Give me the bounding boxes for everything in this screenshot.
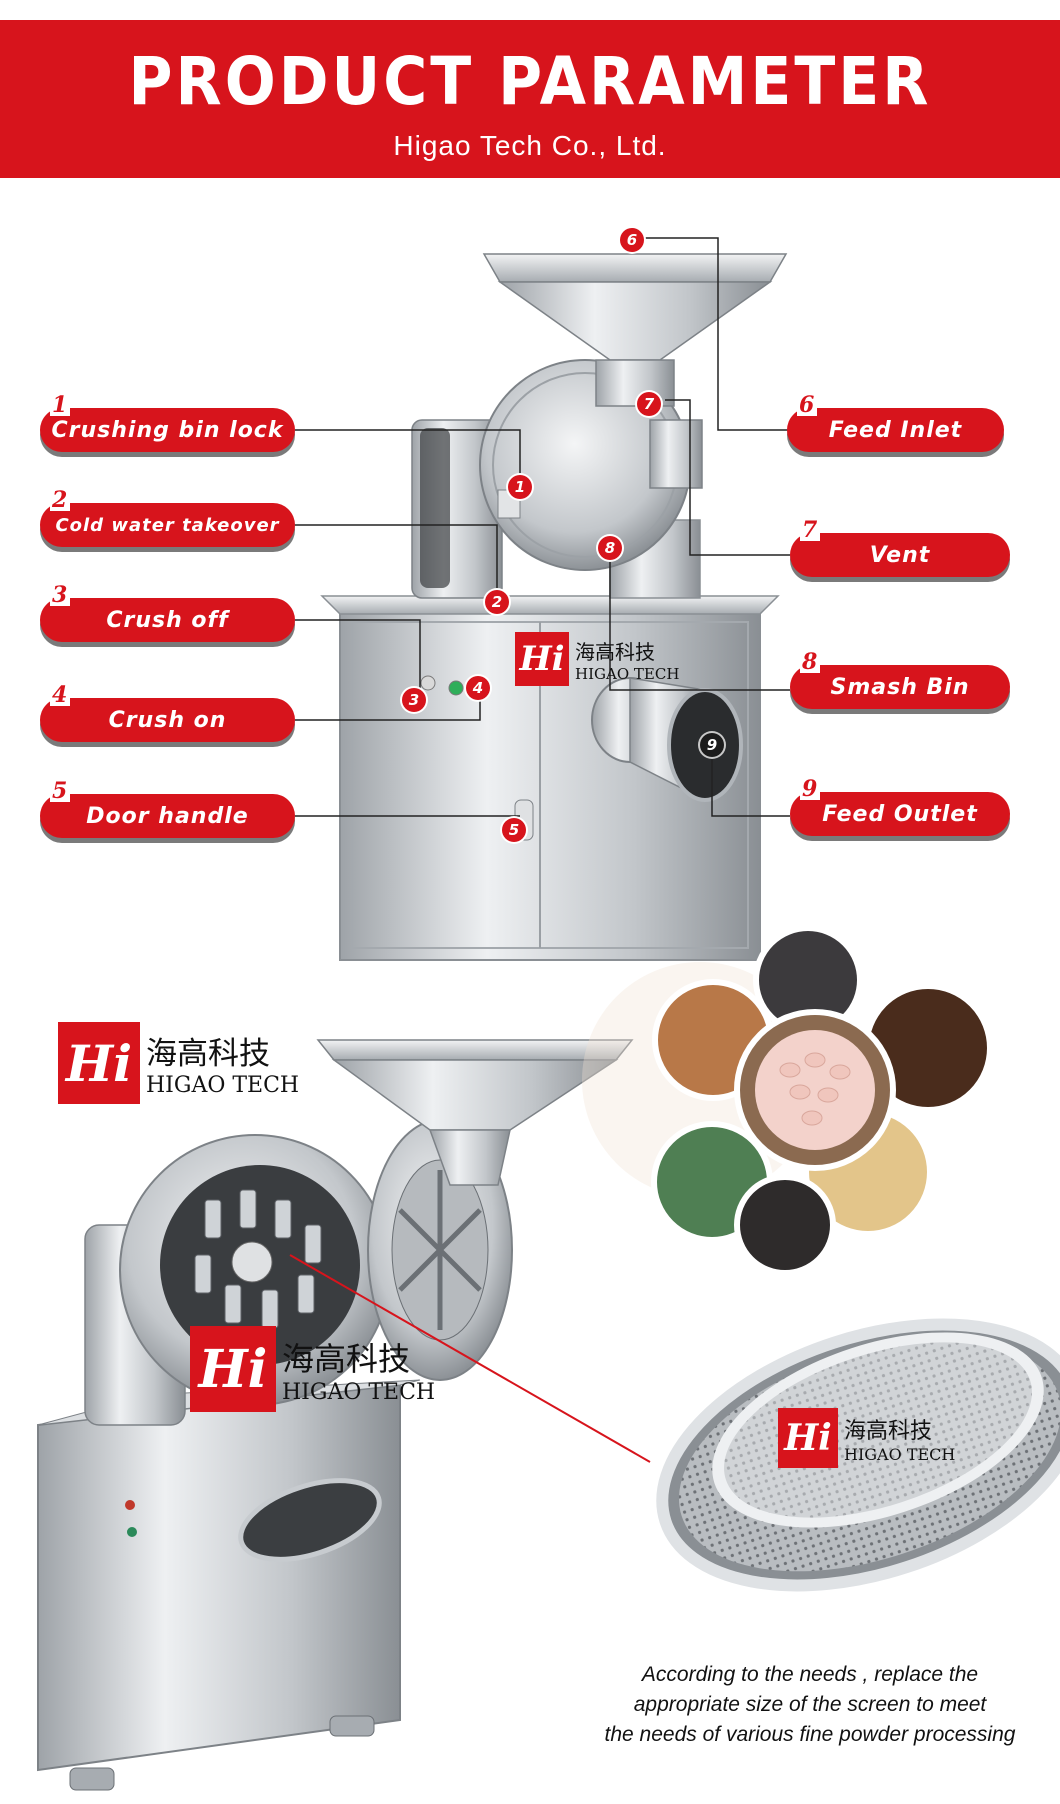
marker-8: 8 [598, 536, 622, 560]
callout-vent: 7 Vent [790, 519, 1010, 577]
logo-english: HIGAO TECH [575, 664, 680, 683]
caption-line-2: appropriate size of the screen to meet [633, 1693, 987, 1716]
logo-mark: Hi [190, 1326, 276, 1412]
header-banner: PRODUCT PARAMETER Higao Tech Co., Ltd. [0, 20, 1060, 178]
logo-chinese: 海高科技 [575, 639, 655, 664]
logo-english: HIGAO TECH [844, 1444, 956, 1464]
logo-screen: Hi 海高科技 HIGAO TECH [778, 1408, 955, 1468]
marker-5: 5 [502, 818, 526, 842]
logo-chinese: 海高科技 [844, 1418, 933, 1444]
logo-mark: Hi [778, 1408, 838, 1468]
callout-feed-inlet: 6 Feed Inlet [787, 394, 1004, 452]
caption-line-1: According to the needs , replace the [641, 1663, 979, 1686]
grinder-machine-front [320, 253, 788, 961]
logo-chamber: Hi 海高科技 HIGAO TECH [190, 1326, 435, 1412]
callout-smash-bin: 8 Smash Bin [790, 651, 1010, 709]
logo-english: HIGAO TECH [282, 1379, 436, 1405]
callout-crushing-bin-lock: 1 Crushing bin lock [40, 394, 295, 452]
page-title: PRODUCT PARAMETER [128, 43, 932, 121]
company-name: Higao Tech Co., Ltd. [393, 130, 667, 161]
marker-6: 6 [620, 228, 644, 252]
logo-chinese: 海高科技 [282, 1339, 411, 1378]
logo-top: Hi 海高科技 HIGAO TECH [515, 632, 679, 686]
ingredients-collage [582, 925, 993, 1276]
callout-lines [295, 237, 790, 817]
logo-mark: Hi [515, 632, 569, 686]
marker-4: 4 [466, 676, 490, 700]
logo-english: HIGAO TECH [146, 1073, 300, 1098]
callout-door-handle: 5 Door handle [40, 780, 295, 838]
logo-main: Hi 海高科技 HIGAO TECH [58, 1022, 299, 1104]
marker-2: 2 [485, 590, 509, 614]
logo-chinese: 海高科技 [146, 1036, 270, 1072]
caption-line-3: the needs of various fine powder process… [604, 1723, 1016, 1746]
callout-cold-water-takeover: 2 Cold water takeover [40, 489, 295, 547]
screen-caption: According to the needs , replace the app… [580, 1660, 1040, 1750]
logo-mark: Hi [58, 1022, 140, 1104]
marker-7: 7 [637, 392, 661, 416]
sieve-screen-ring [656, 1318, 1060, 1592]
marker-9: 9 [700, 733, 724, 757]
marker-3: 3 [402, 688, 426, 712]
marker-1: 1 [508, 475, 532, 499]
grinder-machine-open [37, 1039, 651, 1791]
callout-feed-outlet: 9 Feed Outlet [790, 778, 1010, 836]
callout-crush-off: 3 Crush off [40, 584, 295, 642]
callout-crush-on: 4 Crush on [40, 684, 295, 742]
